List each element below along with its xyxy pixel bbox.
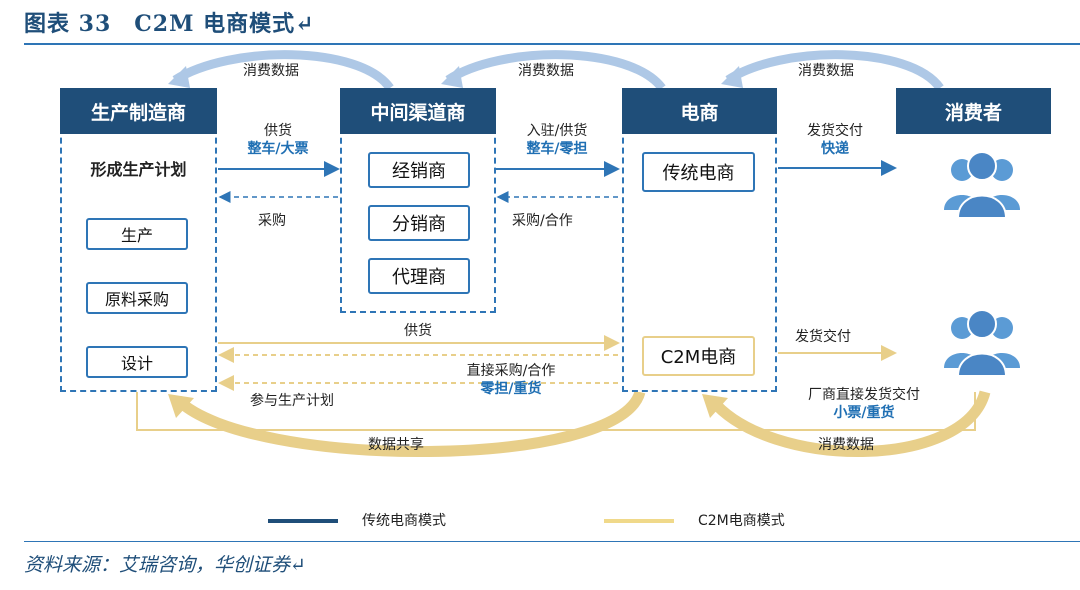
label-factory-delivery-mode: 小票/重货 bbox=[833, 405, 895, 421]
label-e2c-purchase: 采购/合作 bbox=[512, 213, 573, 229]
figure-title: 图表 33 C2M 电商模式↵ bbox=[24, 11, 315, 37]
consumer-header: 消费者 bbox=[896, 88, 1051, 134]
label-data-1: 消费数据 bbox=[243, 63, 299, 79]
ecommerce-header: 电商 bbox=[622, 88, 777, 134]
c2m-curve-consumer-to-ecom bbox=[707, 390, 991, 457]
label-c2e-supply: 入驻/供货 bbox=[526, 123, 588, 139]
label-c2m-purchase: 采购 bbox=[258, 213, 286, 229]
legend-swatch-traditional bbox=[268, 519, 338, 523]
channel-header: 中间渠道商 bbox=[340, 88, 496, 134]
legend-swatch-c2m bbox=[604, 519, 674, 523]
label-consumer-data: 消费数据 bbox=[818, 437, 874, 453]
feedback-curve-1 bbox=[172, 50, 394, 91]
consumer-icon-bottom bbox=[944, 309, 1020, 377]
plan-label: 形成生产计划 bbox=[90, 160, 187, 179]
label-m2c-supply-mode: 整车/大票 bbox=[247, 141, 309, 157]
c2m-ecommerce: C2M电商 bbox=[642, 336, 755, 376]
title-rule bbox=[24, 43, 1080, 45]
legend-traditional: 传统电商模式 bbox=[362, 513, 446, 529]
label-m2c-supply: 供货 bbox=[264, 123, 292, 139]
legend-c2m: C2M电商模式 bbox=[698, 513, 785, 529]
label-data-2: 消费数据 bbox=[518, 63, 574, 79]
label-data-share: 数据共享 bbox=[368, 437, 424, 453]
label-e2u-delivery: 发货交付 bbox=[807, 123, 863, 139]
label-c2m-direct: 直接采购/合作 bbox=[466, 363, 556, 379]
c2m-curve-ecom-to-manu bbox=[174, 389, 646, 457]
feedback-curve-3 bbox=[725, 50, 944, 91]
feedback-curve-2 bbox=[445, 50, 666, 91]
channel-dealer: 经销商 bbox=[368, 152, 470, 188]
step-material: 原料采购 bbox=[86, 282, 188, 314]
consumer-icon-top bbox=[944, 151, 1020, 219]
label-c2m-supply: 供货 bbox=[404, 323, 432, 339]
channel-agent: 代理商 bbox=[368, 258, 470, 294]
step-design: 设计 bbox=[86, 346, 188, 378]
label-factory-delivery: 厂商直接发货交付 bbox=[808, 387, 920, 403]
label-data-3: 消费数据 bbox=[798, 63, 854, 79]
label-c2e-supply-mode: 整车/零担 bbox=[526, 141, 588, 157]
source-rule bbox=[24, 541, 1080, 542]
label-e2u-delivery-mode: 快递 bbox=[821, 141, 849, 157]
traditional-ecommerce: 传统电商 bbox=[642, 152, 755, 192]
label-c2m-delivery: 发货交付 bbox=[795, 329, 851, 345]
source-note: 资料来源：艾瑞咨询，华创证券↵ bbox=[24, 554, 306, 576]
label-c2m-direct-mode: 零担/重货 bbox=[480, 381, 542, 397]
channel-distributor: 分销商 bbox=[368, 205, 470, 241]
step-production: 生产 bbox=[86, 218, 188, 250]
label-c2m-plan: 参与生产计划 bbox=[250, 393, 334, 409]
manufacturer-header: 生产制造商 bbox=[60, 88, 217, 134]
